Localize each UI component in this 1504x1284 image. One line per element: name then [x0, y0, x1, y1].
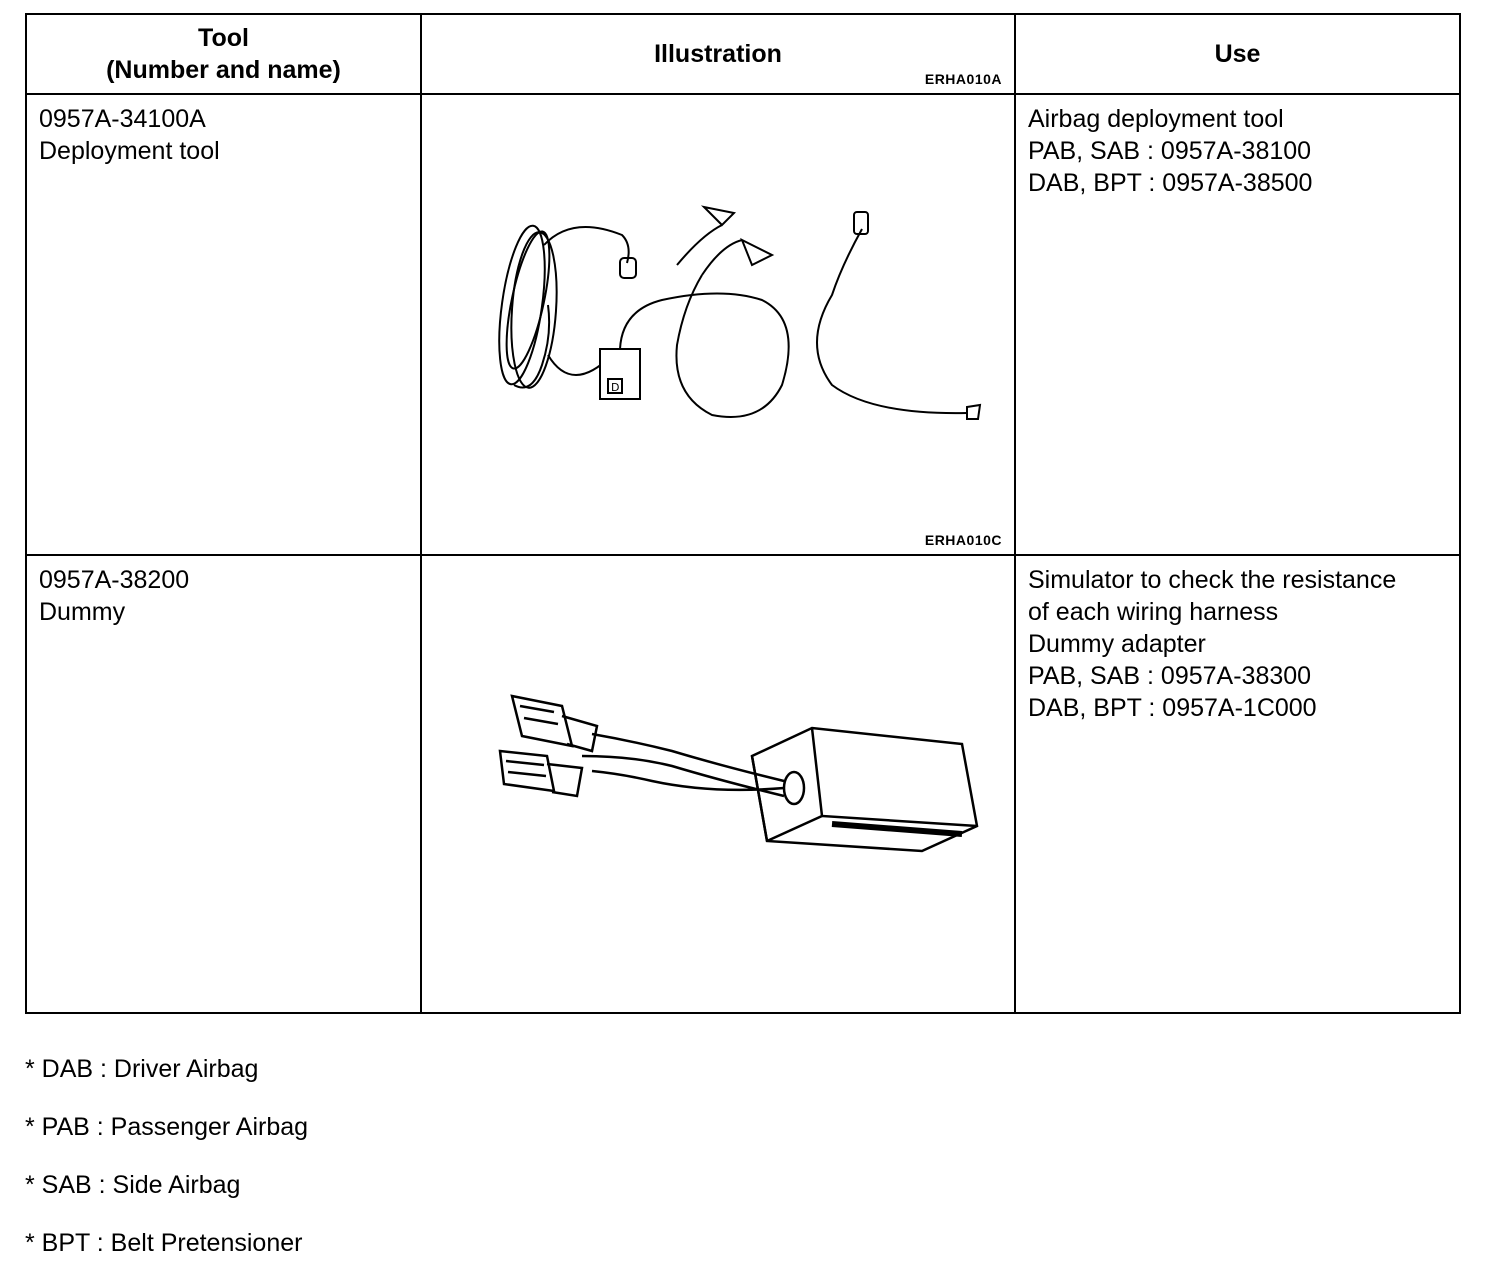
note-bpt: * BPT : Belt Pretensioner — [25, 1229, 303, 1257]
use-line: Simulator to check the resistance — [1028, 566, 1397, 594]
header-tool-line1: Tool — [198, 24, 249, 52]
tool-number: 0957A-34100A — [39, 105, 206, 133]
header-tool: Tool (Number and name) — [25, 13, 422, 95]
table-header-row: Tool (Number and name) Illustration Use — [25, 13, 1461, 95]
note-pab: * PAB : Passenger Airbag — [25, 1113, 309, 1141]
tool-cell: 0957A-38200 Dummy — [25, 554, 422, 1014]
header-use: Use — [1014, 13, 1461, 95]
svg-text:D: D — [611, 381, 619, 394]
tool-name: Dummy — [39, 598, 126, 626]
use-line: of each wiring harness — [1028, 598, 1279, 626]
deployment-tool-illustration: D — [498, 205, 982, 420]
use-line: Dummy adapter — [1028, 630, 1206, 658]
use-line: PAB, SAB : 0957A-38300 — [1028, 662, 1312, 690]
header-illustration: Illustration — [420, 13, 1016, 95]
note-dab: * DAB : Driver Airbag — [25, 1055, 259, 1083]
use-cell: Airbag deployment tool PAB, SAB : 0957A-… — [1014, 93, 1461, 556]
use-line: DAB, BPT : 0957A-1C000 — [1028, 694, 1317, 722]
note-sab: * SAB : Side Airbag — [25, 1171, 241, 1199]
illustration-cell: ERHA010C — [420, 532, 1016, 1014]
illustration-code: ERHA010A — [924, 71, 1002, 87]
use-line: Airbag deployment tool — [1028, 105, 1284, 133]
use-line: DAB, BPT : 0957A-38500 — [1028, 169, 1313, 197]
illustration-cell: D ERHA010A — [420, 71, 1016, 556]
tool-name: Deployment tool — [39, 137, 220, 165]
dummy-simulator-illustration — [498, 694, 979, 853]
header-tool-line2: (Number and name) — [106, 56, 341, 84]
tool-cell: 0957A-34100A Deployment tool — [25, 93, 422, 556]
table-row: 0957A-34100A Deployment tool — [25, 71, 1461, 556]
illustration-code: ERHA010C — [924, 532, 1002, 548]
tool-number: 0957A-38200 — [39, 566, 190, 594]
use-cell: Simulator to check the resistance of eac… — [1014, 554, 1461, 1014]
use-line: PAB, SAB : 0957A-38100 — [1028, 137, 1312, 165]
special-tools-table: Tool (Number and name) Illustration Use … — [25, 13, 1461, 1014]
abbreviation-notes: * DAB : Driver Airbag * PAB : Passenger … — [25, 1052, 308, 1284]
table-row: 0957A-38200 Dummy — [25, 532, 1461, 1014]
